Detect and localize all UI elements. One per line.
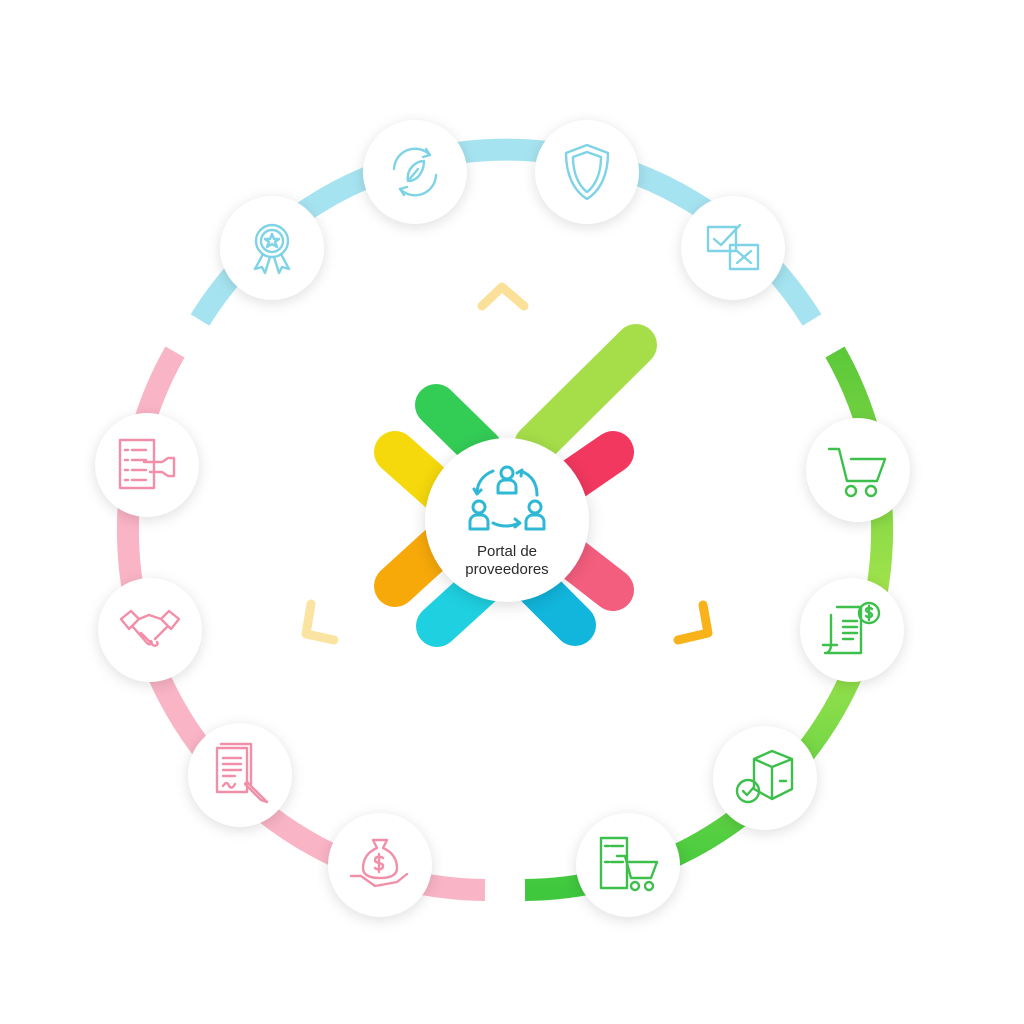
node-security[interactable] xyxy=(535,120,639,224)
node-delivery[interactable] xyxy=(713,726,817,830)
invoice-dollar-icon xyxy=(821,601,881,655)
shopping-cart-icon xyxy=(827,447,887,498)
bar-lime xyxy=(514,324,657,466)
node-order[interactable] xyxy=(576,813,680,917)
node-payment[interactable] xyxy=(328,813,432,917)
handshake-icon xyxy=(119,609,181,647)
money-bag-hand-icon xyxy=(349,838,409,888)
package-check-icon xyxy=(735,749,794,804)
node-agreement[interactable] xyxy=(98,578,202,682)
node-contract[interactable] xyxy=(188,723,292,827)
shield-icon xyxy=(564,143,610,201)
recycle-leaf-icon xyxy=(392,147,438,197)
people-cycle-icon xyxy=(468,465,546,531)
node-purchase[interactable] xyxy=(806,418,910,522)
checkbox-approve-reject-icon xyxy=(706,223,760,271)
bar-green xyxy=(415,384,503,471)
chevron-left-icon xyxy=(301,599,339,645)
chevron-up-icon xyxy=(477,282,529,311)
checklist-hand-icon xyxy=(118,438,176,490)
order-cart-icon xyxy=(599,836,659,892)
node-sustainability[interactable] xyxy=(363,120,467,224)
node-invoice[interactable] xyxy=(800,578,904,682)
center-hub[interactable]: Portal de proveedores xyxy=(425,438,589,602)
contract-sign-icon xyxy=(215,742,269,804)
node-requirements[interactable] xyxy=(95,413,199,517)
node-award[interactable] xyxy=(220,196,324,300)
award-badge-icon xyxy=(253,223,291,275)
chevron-right-icon xyxy=(673,600,713,645)
center-label: Portal de proveedores xyxy=(465,543,549,578)
node-approval[interactable] xyxy=(681,196,785,300)
